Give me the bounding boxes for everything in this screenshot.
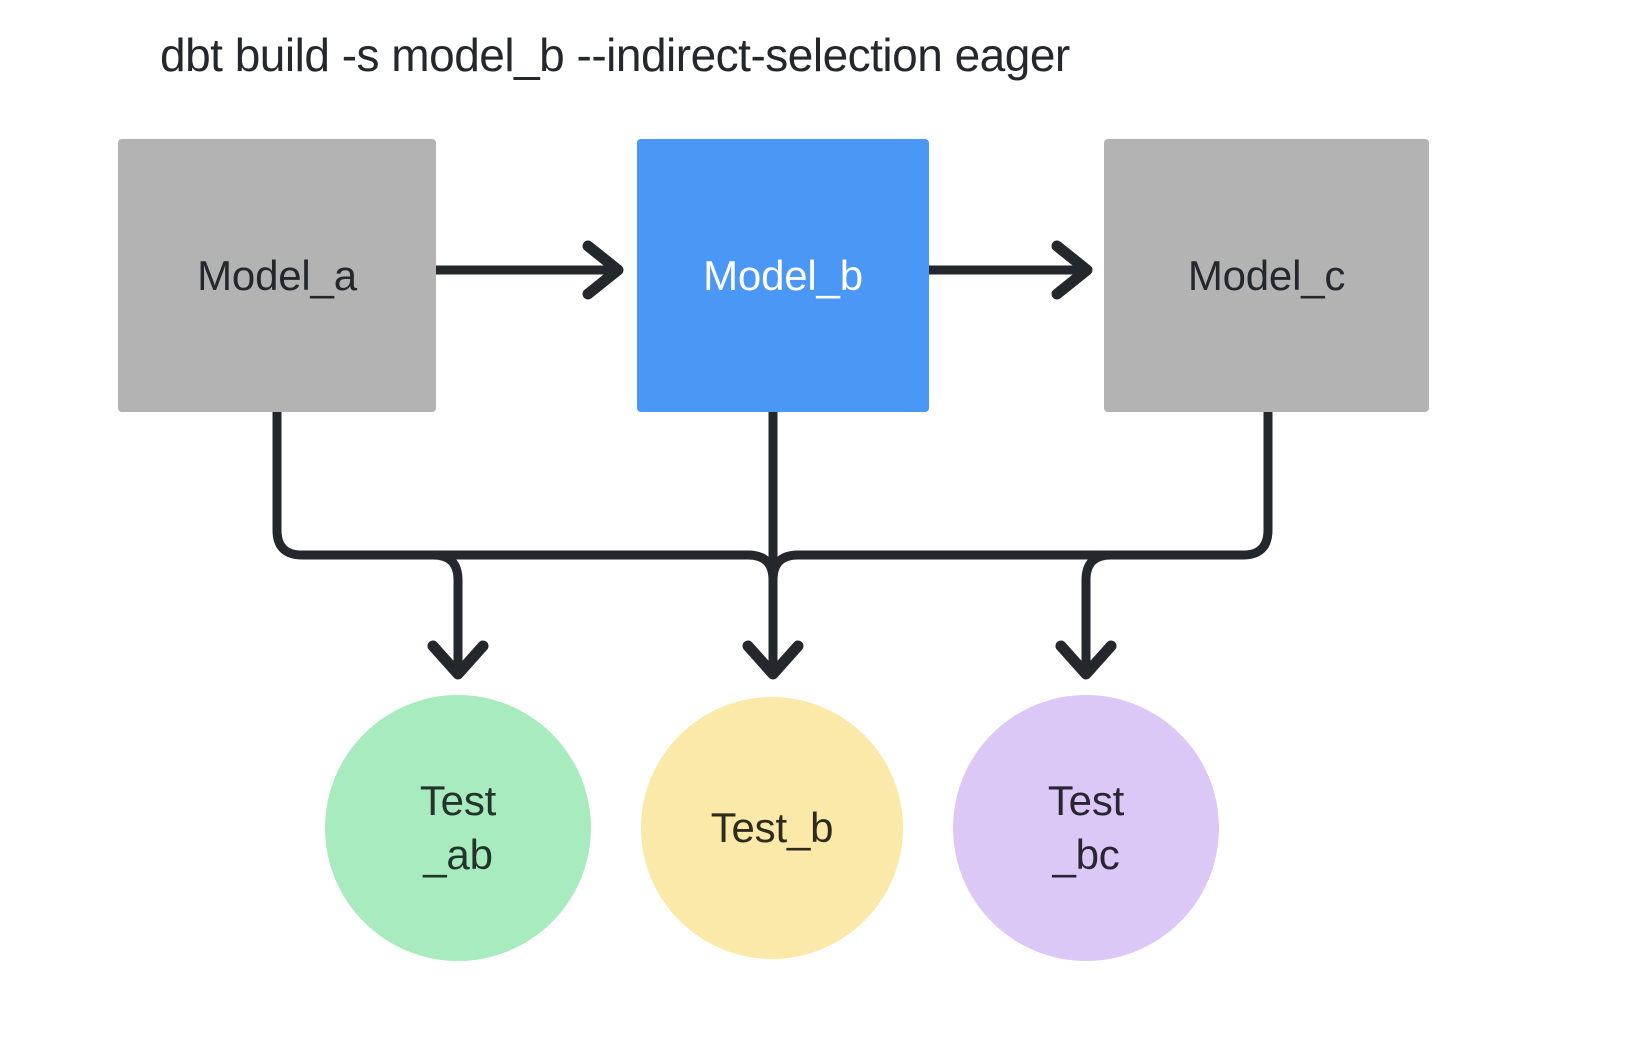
model-node-model-a[interactable]: Model_a bbox=[118, 139, 436, 412]
model-node-label: Model_a bbox=[197, 251, 357, 299]
edge-model-c-to-bus bbox=[1086, 412, 1273, 560]
test-node-test-ab[interactable]: Test _ab bbox=[325, 695, 591, 961]
test-node-label-line-2: _bc bbox=[1052, 831, 1120, 878]
edge-bus-to-test-ab bbox=[427, 550, 489, 680]
model-node-model-c[interactable]: Model_c bbox=[1104, 139, 1429, 412]
test-node-test-b[interactable]: Test_b bbox=[641, 697, 903, 959]
test-node-label-line-2: _ab bbox=[423, 831, 493, 878]
test-node-label-line-1: Test_b bbox=[710, 804, 834, 852]
edge-bus-to-test-b bbox=[742, 530, 804, 680]
edge-bus-segment-right bbox=[768, 550, 1086, 581]
edge-model-a-to-bus bbox=[272, 412, 458, 560]
diagram-title: dbt build -s model_b --indirect-selectio… bbox=[160, 29, 1070, 81]
edge-bus-segment-left bbox=[458, 550, 778, 581]
model-node-label: Model_c bbox=[1187, 251, 1346, 299]
test-node-label-line-1: Test bbox=[419, 777, 497, 825]
model-node-model-b[interactable]: Model_b bbox=[637, 139, 929, 412]
test-node-test-bc[interactable]: Test _bc bbox=[953, 695, 1219, 961]
test-node-label-line-1: Test bbox=[1047, 777, 1125, 825]
edge-model-b-to-model-c bbox=[929, 240, 1093, 300]
edge-bus-to-test-bc bbox=[1055, 550, 1117, 680]
edge-model-a-to-model-b bbox=[436, 240, 624, 300]
model-node-label: Model_b bbox=[703, 251, 863, 299]
